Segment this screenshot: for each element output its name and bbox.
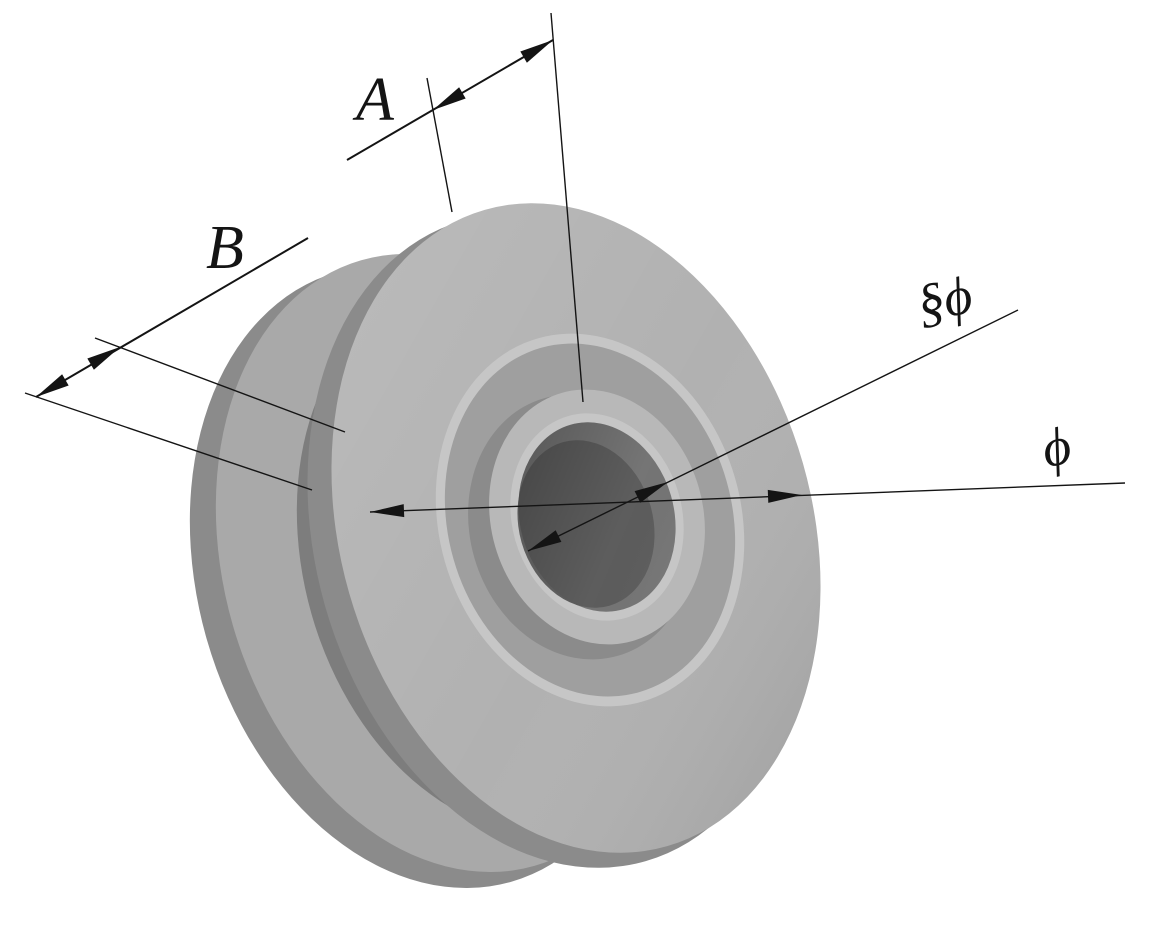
dim-outer-label: ϕ bbox=[1036, 415, 1076, 480]
dim-a-label: A bbox=[352, 66, 395, 134]
dimension-bore-diameter: §ϕ bbox=[527, 264, 1019, 552]
dim-bore-line bbox=[527, 309, 1019, 552]
dim-b-arrowhead-lower bbox=[36, 374, 69, 397]
dim-a-extension-line-2 bbox=[550, 12, 584, 403]
dim-b-line bbox=[35, 237, 309, 398]
dim-bore-arrowhead-right bbox=[634, 482, 668, 503]
dim-a-arrowhead-right bbox=[520, 40, 553, 63]
dimension-a: A bbox=[346, 12, 584, 403]
dim-b-label: B bbox=[206, 214, 244, 282]
dim-b-extension-line-1 bbox=[94, 337, 346, 433]
dim-a-arrowhead-left bbox=[433, 87, 466, 110]
dim-outer-arrowhead-left bbox=[370, 504, 405, 518]
dim-a-extension-line-1 bbox=[426, 77, 453, 213]
dim-outer-line bbox=[369, 482, 1126, 513]
dim-b-extension-line-2 bbox=[24, 392, 313, 491]
dimension-b: B bbox=[24, 214, 346, 491]
dim-bore-label: §ϕ bbox=[911, 264, 977, 334]
dim-bore-arrowhead-left bbox=[528, 530, 562, 551]
dim-outer-arrowhead-right bbox=[767, 489, 802, 503]
dim-b-arrowhead-upper bbox=[87, 347, 120, 370]
